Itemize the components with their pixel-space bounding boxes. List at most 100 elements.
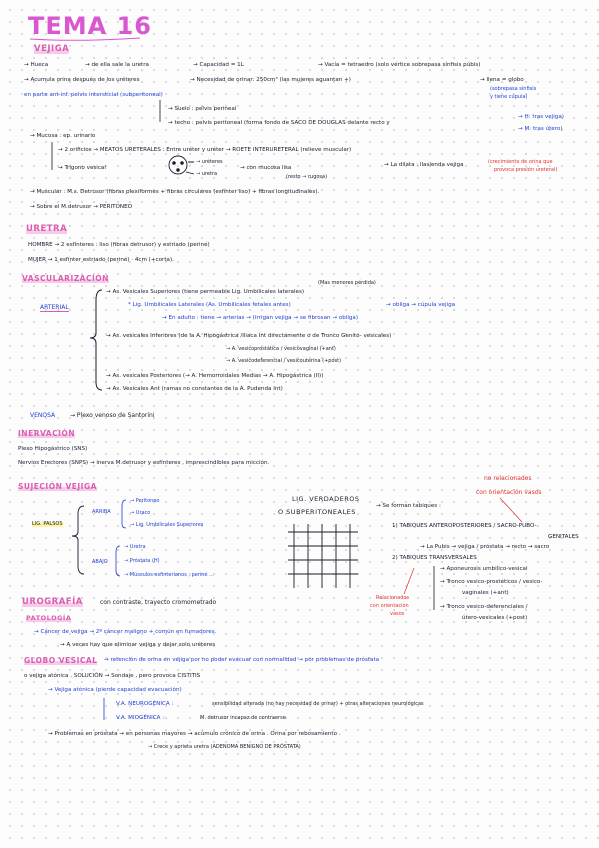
heading-vascularizacion: VASCULARIZACIÓN: [22, 274, 109, 283]
note-line: → Próstata (H): [124, 558, 160, 564]
note-line: con orientación: [370, 603, 409, 609]
relacionados-arrow: [403, 567, 415, 595]
note-line: → llena = globo: [480, 77, 524, 83]
heading-globo-vesical: GLOBO VESICAL: [24, 656, 98, 665]
note-line: → A. vesicoprostática / vesicovaginal (+…: [226, 346, 336, 352]
arriba-brace: [121, 499, 127, 529]
heading-uretra: URETRA: [26, 224, 68, 234]
label-venosa: VENOSA: [30, 412, 56, 419]
label-arriba: ARRIBA: [92, 509, 111, 515]
note-line: → Músculos esfinterianos , periné ...: [124, 572, 214, 578]
note-line: → retención de orina en vejiga por no po…: [104, 657, 380, 663]
trigono-diagram: [168, 155, 195, 175]
note-line: HOMBRE → 2 esfínteres : liso (fibras det…: [28, 242, 210, 248]
note-line: → Peritoneo: [130, 498, 160, 504]
note-line: con contraste, trayecto cromometrado: [100, 599, 217, 606]
note-line: → Crece y aprieta uretra (ADENOMA BENIGN…: [148, 744, 301, 750]
note-line: → A. vesicodeferencial / vesicouterina (…: [226, 358, 342, 364]
lig-falsos-brace: [71, 505, 85, 575]
note-line: 2) TABIQUES TRANSVERSALES: [392, 555, 477, 561]
note-line: → La Pubis → vejiga / próstata → recto →…: [420, 544, 550, 550]
note-line: → Plexo venoso de Santorini: [70, 412, 155, 419]
note-line: → En adulto : tiene → arterias → (irriga…: [162, 315, 359, 321]
note-line: vaginales (+ant): [462, 590, 509, 596]
note-line: → Necesidad de orinar: 250cm³ (las mujer…: [190, 77, 351, 83]
note-line: → Problemas en próstata → en personas ma…: [48, 731, 341, 737]
note-line: 1) TABIQUES ANTEROPOSTERIORES / SACRO-PU…: [392, 523, 537, 529]
note-line: → M: tras útero): [518, 126, 563, 132]
note-line: → Cáncer de vejiga → 2º cáncer maligno +…: [34, 629, 217, 635]
abajo-brace: [115, 545, 121, 577]
note-line: → Mucosa : ep. urinario: [30, 133, 96, 139]
label-subperitoneales: O SUBPERITONEALES: [278, 508, 356, 516]
note-line: → Aponeurosis umbilico-vesical: [440, 566, 528, 572]
note-line: útero-vesicales (+post): [462, 615, 528, 621]
note-line: → As. vesicales Posteriores (→ A. Hemorr…: [106, 373, 324, 379]
page-title: TEMA 16: [28, 12, 152, 40]
note-line: → Lig. Umbilicales Superiores: [130, 522, 204, 528]
note-line: → H: tras vejiga): [518, 114, 564, 120]
note-line: M. detrusor incapaz de contraerse: [200, 715, 286, 721]
ligament-grid: [288, 524, 358, 588]
note-line: → de ella sale la uretra: [85, 62, 149, 68]
note-line: sensibilidad alterada (no hay necesidad …: [212, 701, 424, 707]
note-line: → As. Vesicales Ant (ramas no constantes…: [106, 386, 283, 392]
note-line: (resto → rugosa): [286, 174, 328, 180]
note-line: Plexo Hipogástrico (SNS): [18, 446, 88, 452]
label-abajo: ABAJO: [92, 559, 108, 565]
note-line: MUJER → 1 esfínter estriado (periné) · 4…: [28, 257, 174, 263]
note-line: → uréteres: [196, 159, 223, 165]
label-lig-falsos: LIG. PALSOS: [32, 521, 63, 527]
note-line: V.A. MIOGÉNICA :: [116, 715, 165, 721]
note-line: → obliga → cúpula vejiga: [386, 302, 456, 308]
note-line: → Hueca: [24, 62, 49, 68]
note-line: → Muscular : M.s. Detrusor (fibras plexi…: [30, 189, 320, 195]
note-line: → Sobre el M.detrusor → PERITONEO: [30, 204, 133, 210]
note-line: → Se forman tabiques :: [376, 503, 441, 509]
note-line: → uretra: [196, 171, 218, 177]
note-line: con orientación vasos: [476, 489, 542, 496]
heading-inervacion: INERVACIÓN: [18, 429, 76, 438]
note-line: (sobrepasa sínfisis: [490, 86, 537, 92]
note-line: (Mas menores pérdida): [318, 280, 376, 286]
heading-sujecion: SUJECIÓN VEJIGA: [18, 482, 97, 491]
note-line: → Suelo : pelvis perineal: [168, 106, 237, 112]
note-line: → Uraco: [130, 510, 151, 516]
note-line: → Capacidad = 1L: [193, 62, 244, 68]
note-line: → Tronco vesico-deferenciales /: [440, 604, 528, 610]
note-line: Relacionados: [376, 595, 410, 601]
note-line: o vejiga atónica . SOLUCIÓN → Sondaje , …: [24, 673, 201, 679]
note-line: vasos: [390, 611, 405, 617]
note-line: GENITALES: [548, 534, 579, 540]
note-line: → As. vesicales Inferiores (de la A. Hip…: [106, 333, 392, 339]
note-line: (crecimiento de orina que: [488, 159, 553, 165]
note-line: en parte ant-inf. pelvis intersticial (s…: [24, 92, 163, 98]
note-line: → 2 orificios → MEATOS URETERALES : Entr…: [58, 147, 352, 153]
note-line: → Vacía = tetraedro (solo vértice sobrep…: [318, 62, 481, 68]
note-line: V.A. NEUROGÉNICA :: [116, 701, 174, 707]
no-relacionados-arrow: [499, 497, 523, 523]
note-line: → con mucosa lisa: [240, 165, 292, 171]
note-line: → Vejiga atónica (pierde capacidad evacu…: [48, 687, 182, 693]
note-line: → As. Vesicales Superiores (tiene permea…: [106, 289, 305, 295]
heading-patologia: PATOLOGÍA: [26, 614, 72, 622]
note-line: no relacionados: [484, 475, 532, 482]
note-line: → Trígono vesical: [58, 165, 106, 171]
arterial-brace: [89, 289, 103, 391]
label-lig-verdaderos: LIG. VERDADEROS: [292, 495, 360, 503]
heading-urografia: UROGRAFÍA: [22, 597, 83, 607]
note-line: provoca presión ureteral): [494, 167, 558, 173]
note-line: → La dilata : llaslenda vejiga: [384, 162, 464, 168]
note-line: → Tronco vesico-prostéticos / vesico-: [440, 579, 543, 585]
note-line: y tiene cúpula): [490, 94, 528, 100]
title-underline: [29, 37, 141, 41]
note-line: → A veces hay que eliminar vejiga y deja…: [60, 642, 216, 648]
note-line: → Acumula orina después de los uréteres: [24, 77, 140, 83]
note-line: Nervios Erectores (SNPS) → inerva M.detr…: [18, 460, 270, 466]
label-arterial: ARTERIAL: [40, 304, 69, 312]
note-line: → Uretra: [124, 544, 146, 550]
heading-vejiga: VEJIGA: [34, 44, 70, 54]
note-line: * Lig. Umbilicales Laterales (As. Umbili…: [128, 302, 291, 308]
note-line: → techo : pelvis peritoneal (forma fondo…: [168, 120, 390, 126]
